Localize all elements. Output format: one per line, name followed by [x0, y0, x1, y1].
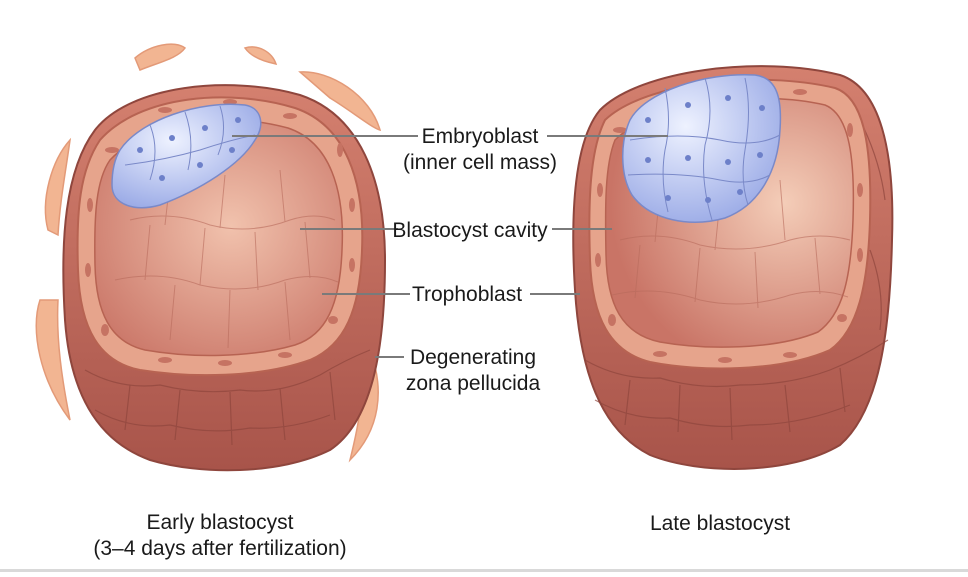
- label-embryoblast-line2: (inner cell mass): [402, 151, 558, 174]
- early-blastocyst: [35, 43, 387, 472]
- label-trophoblast: Trophoblast: [411, 283, 523, 306]
- caption-early-blastocyst: Early blastocyst (3–4 days after fertili…: [90, 510, 350, 562]
- label-zona-line2: zona pellucida: [405, 372, 541, 395]
- label-zona-pellucida: Degenerating zona pellucida: [388, 345, 558, 397]
- late-outer-cells: [584, 119, 889, 441]
- early-embryoblast: [111, 103, 262, 209]
- early-trophoblast-nuclei: [85, 99, 355, 366]
- label-zona-line1: Degenerating: [409, 346, 537, 369]
- caption-late-blastocyst: Late blastocyst: [649, 512, 791, 535]
- late-embryoblast: [622, 73, 782, 223]
- late-blastocyst: [572, 65, 894, 470]
- caption-early-line1: Early blastocyst: [146, 511, 294, 534]
- bottom-divider: [0, 569, 968, 572]
- late-trophoblast-nuclei: [595, 89, 863, 363]
- label-embryoblast: Embryoblast (inner cell mass): [400, 124, 560, 176]
- leader-lines: [232, 135, 668, 358]
- label-embryoblast-line1: Embryoblast: [421, 125, 539, 148]
- caption-early-line2: (3–4 days after fertilization): [93, 537, 347, 560]
- label-blastocyst-cavity: Blastocyst cavity: [392, 219, 548, 242]
- early-outer-cells: [84, 349, 371, 446]
